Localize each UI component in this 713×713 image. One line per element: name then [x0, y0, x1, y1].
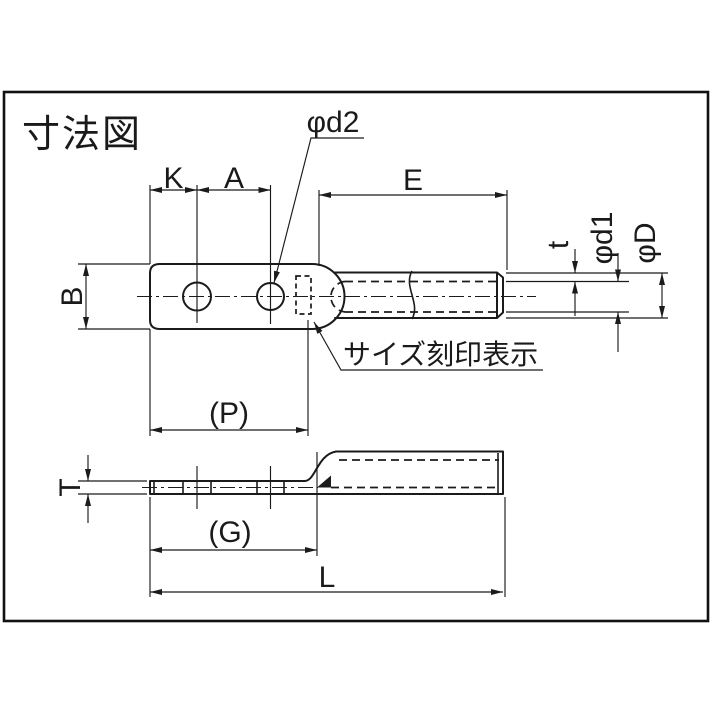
- dim-label-A: A: [224, 162, 244, 195]
- dim-label-P: (P): [209, 397, 249, 430]
- extension-lines-top: [78, 185, 668, 436]
- top-view: K A E φd2 B (P) t φd1 φD サイズ刻印表示: [56, 106, 668, 436]
- transition-fill-wedge: [317, 475, 331, 488]
- dim-label-t: t: [542, 240, 575, 249]
- dim-label-E: E: [403, 164, 423, 197]
- dim-label-G: (G): [208, 516, 251, 549]
- barrel-outline: [334, 271, 504, 319]
- dim-label-phi-D: φD: [629, 222, 662, 263]
- dim-label-B: B: [56, 286, 89, 306]
- break-line: [408, 270, 416, 320]
- frame-border: [2, 90, 710, 623]
- barrel-bore-hidden: [330, 280, 496, 313]
- side-view: T (G) L: [54, 450, 506, 597]
- leader-phi-d2: [273, 137, 364, 284]
- dim-label-phi-d1: φd1: [586, 212, 619, 265]
- dim-label-K: K: [163, 162, 183, 195]
- note-size-stamp: サイズ刻印表示: [343, 339, 538, 370]
- side-bore-hidden: [331, 459, 499, 489]
- dim-label-phi-d2: φd2: [307, 106, 360, 139]
- dim-label-L: L: [319, 561, 336, 594]
- page-title: 寸法図: [22, 114, 142, 156]
- leader-size-stamp: [313, 321, 543, 371]
- size-stamp-area: [295, 275, 312, 315]
- dim-label-T: T: [54, 478, 87, 496]
